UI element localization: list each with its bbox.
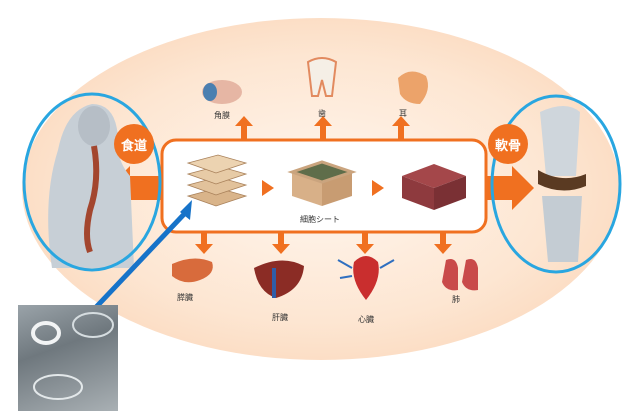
arrow-to-cornea <box>235 116 253 140</box>
arrow-to-pancreas <box>195 232 213 254</box>
arrow-to-ear <box>392 116 410 140</box>
arrow-to-liver <box>272 232 290 254</box>
tooth-icon <box>306 57 338 97</box>
photo-inset <box>18 305 118 411</box>
knee-figure <box>538 106 586 262</box>
heart-label: 心臓 <box>358 315 374 324</box>
cornea-label: 角膜 <box>214 111 230 120</box>
arrow-to-lung <box>434 232 452 254</box>
liver-icon <box>254 260 304 298</box>
tooth-label: 歯 <box>318 109 326 118</box>
cartilage-label: 軟骨 <box>494 138 521 154</box>
ear-label: 耳 <box>399 109 407 118</box>
esophagus-label: 食道 <box>120 138 147 154</box>
culture-dish-illustration <box>31 312 114 400</box>
cell-sheet-block-icon <box>287 160 357 206</box>
stacked-sheets-icon <box>186 154 248 207</box>
torso-esophagus-figure <box>48 104 134 268</box>
heart-icon <box>337 256 395 300</box>
lung-label: 肺 <box>452 295 460 304</box>
ear-icon <box>398 71 428 104</box>
cornea-icon <box>202 80 242 104</box>
arrow-to-heart <box>356 232 374 254</box>
up-arrows <box>235 116 410 140</box>
cell-sheet-label: 細胞シート <box>300 215 340 224</box>
pancreas-icon <box>172 258 213 283</box>
process-arrow-1 <box>262 180 274 196</box>
tissue-cube-icon <box>402 164 466 210</box>
arrow-to-cartilage <box>486 166 534 210</box>
arrow-to-tooth <box>314 116 332 140</box>
down-arrows <box>195 232 452 254</box>
cartilage-ring <box>490 94 622 274</box>
pointer-arrow <box>80 208 190 324</box>
pancreas-label: 膵臓 <box>177 293 193 302</box>
process-arrow-2 <box>372 180 384 196</box>
cartilage-badge: 軟骨 <box>488 124 528 164</box>
esophagus-ring <box>22 92 162 272</box>
esophagus-badge: 食道 <box>114 124 154 164</box>
liver-label: 肝臓 <box>272 313 288 322</box>
lung-icon <box>442 259 478 291</box>
